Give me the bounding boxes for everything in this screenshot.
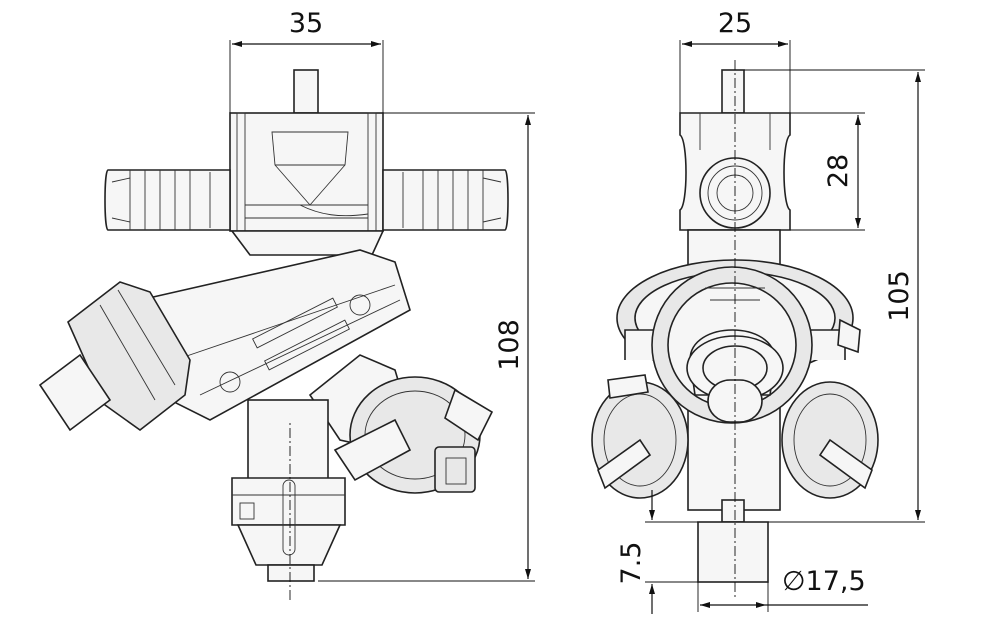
- right-dim-28: 28: [790, 112, 865, 231]
- dim-label-25: 25: [718, 8, 752, 39]
- dim-label-105: 105: [884, 270, 915, 322]
- right-view: [591, 60, 879, 600]
- dim-label-7-5: 7.5: [616, 542, 647, 585]
- dim-label-35: 35: [289, 8, 323, 39]
- bottom-outlet: [231, 399, 346, 582]
- right-hose-barb: [382, 169, 509, 231]
- dim-label-diameter: ∅17,5: [782, 566, 866, 597]
- left-dim-35: 35: [229, 8, 384, 113]
- top-stem-front: [721, 69, 745, 114]
- left-dim-108: 108: [318, 112, 535, 582]
- left-nozzle-cap: [38, 281, 191, 432]
- right-dim-25: 25: [679, 8, 791, 113]
- front-nozzle: [651, 266, 813, 424]
- right-nozzle: [308, 354, 494, 494]
- dim-label-108: 108: [494, 319, 525, 371]
- left-angled-nozzle: [591, 374, 689, 499]
- right-angled-nozzle: [781, 318, 879, 499]
- top-body: [229, 112, 384, 232]
- left-view: [38, 69, 509, 600]
- right-dim-diameter: ∅17,5: [697, 566, 868, 612]
- left-hose-barb: [104, 169, 231, 231]
- angled-body: [138, 249, 411, 421]
- front-bottom-outlet: [697, 499, 769, 583]
- top-stem: [293, 69, 319, 114]
- dim-label-28: 28: [823, 154, 854, 188]
- right-dim-7-5: 7.5: [616, 490, 698, 614]
- right-dim-105: 105: [744, 69, 925, 523]
